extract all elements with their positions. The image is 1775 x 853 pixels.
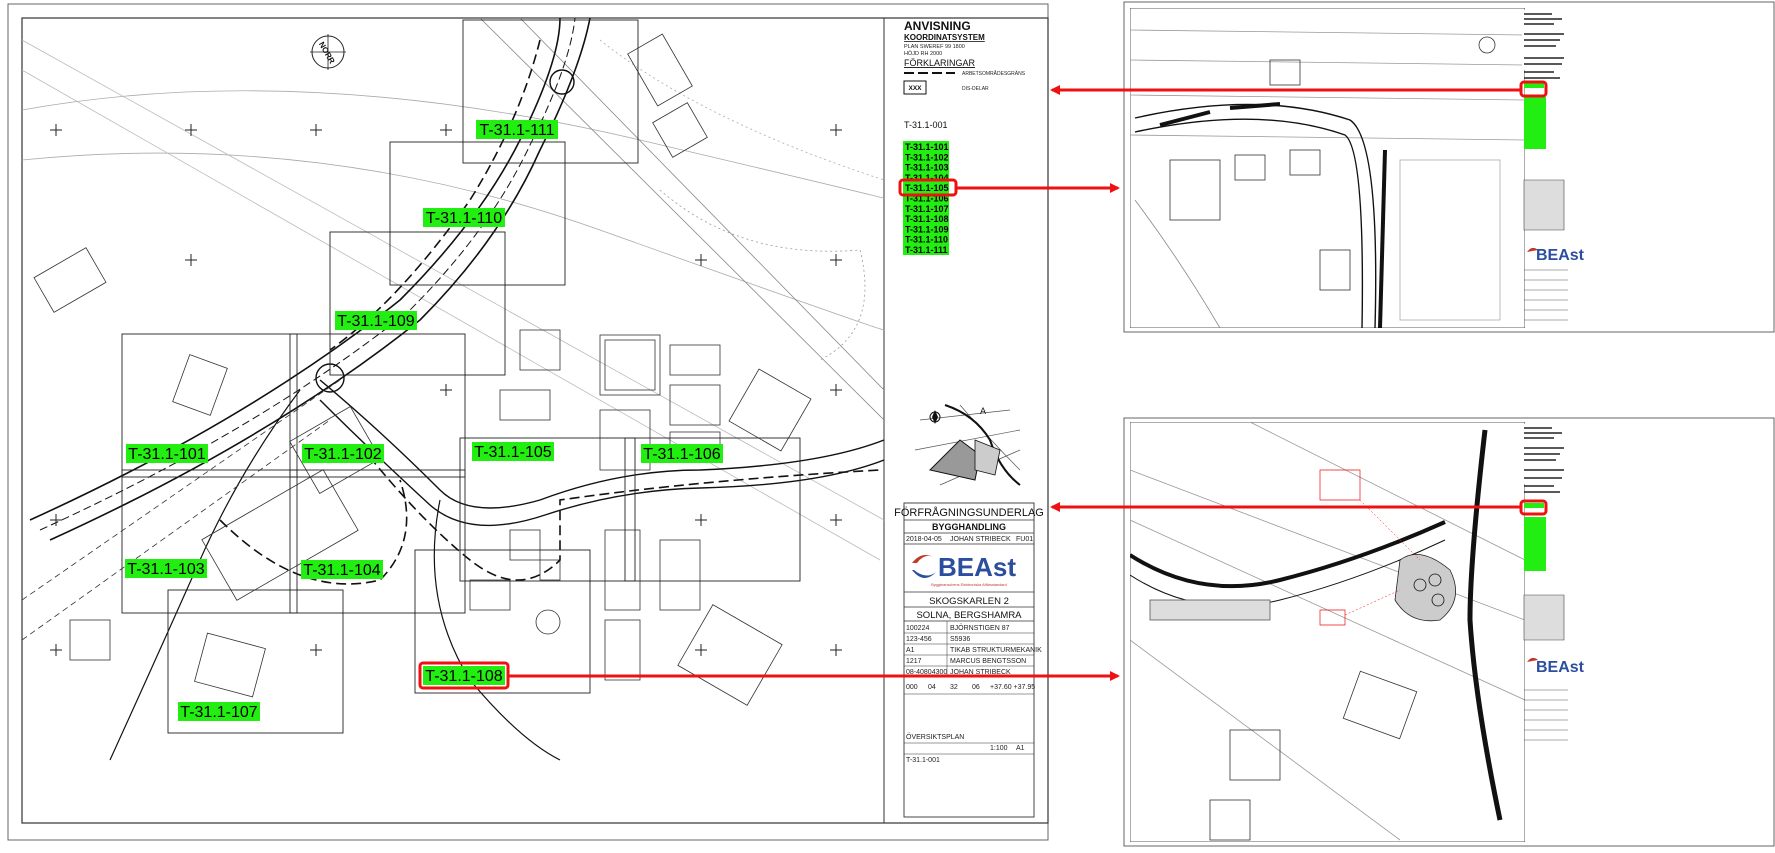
detail-105-highlight xyxy=(1519,80,1548,98)
legend-panel: ANVISNING KOORDINATSYSTEM PLAN SWEREF 99… xyxy=(894,19,1044,818)
svg-text:T-31.1-111: T-31.1-111 xyxy=(479,122,554,139)
legend-code-102: T-31.1-102 xyxy=(905,152,949,162)
area-tag-101[interactable]: T-31.1-101 xyxy=(126,444,208,463)
logo-text: BEAst xyxy=(938,552,1016,582)
area-tag-106[interactable]: T-31.1-106 xyxy=(641,444,723,463)
area-tag-103[interactable]: T-31.1-103 xyxy=(125,559,207,578)
svg-text:T-31.1-106: T-31.1-106 xyxy=(643,446,720,463)
legend-code-106: T-31.1-106 xyxy=(905,194,949,204)
detail-sheet-105: BEAst xyxy=(1123,1,1775,333)
detail-105-legend: BEAst xyxy=(1519,10,1585,321)
site-map xyxy=(22,18,884,761)
legend-code-101: T-31.1-101 xyxy=(905,142,949,152)
svg-text:TIKAB STRUKTURMEKANIK: TIKAB STRUKTURMEKANIK xyxy=(950,647,1042,654)
legend-highlight-box xyxy=(898,178,958,197)
scale-text: 1:100 xyxy=(990,745,1008,752)
svg-text:T-31.1-102: T-31.1-102 xyxy=(304,446,381,463)
area-tag-109[interactable]: T-31.1-109 xyxy=(335,311,417,330)
area-tags: T-31.1-111 T-31.1-110 T-31.1-109 T-31.1-… xyxy=(125,120,723,721)
svg-text:06: 06 xyxy=(972,684,980,691)
project-name: SKOGSKARLEN 2 xyxy=(929,596,1009,607)
svg-text:123-456: 123-456 xyxy=(906,636,932,643)
legend-code-103: T-31.1-103 xyxy=(905,163,949,173)
svg-text:MARCUS BENGTSSON: MARCUS BENGTSSON xyxy=(950,658,1026,665)
drawn-by-text: JOHAN STRIBECK xyxy=(950,536,1011,543)
title-block-rows: 100224 BJÖRNSTIGEN 87 123-456 S5936 A1 T… xyxy=(904,621,1042,695)
phase-text: BYGGHANDLING xyxy=(932,522,1006,532)
svg-text:A: A xyxy=(980,406,986,416)
svg-text:T-31.1-108: T-31.1-108 xyxy=(425,668,502,685)
svg-text:T-31.1-110: T-31.1-110 xyxy=(426,210,502,227)
drawing-number: T-31.1-001 xyxy=(906,757,940,764)
svg-text:JOHAN STRIBECK: JOHAN STRIBECK xyxy=(950,669,1011,676)
legend-explanations-title: FÖRKLARINGAR xyxy=(904,58,976,68)
detail-108-legend: BEAst xyxy=(1519,424,1585,741)
svg-text:32: 32 xyxy=(950,684,958,691)
logo-icon: BEAst xyxy=(912,552,1016,582)
svg-text:BJÖRNSTIGEN 87: BJÖRNSTIGEN 87 xyxy=(950,624,1010,632)
legend-subtitle: KOORDINATSYSTEM xyxy=(904,33,985,42)
area-tag-110[interactable]: T-31.1-110 xyxy=(423,208,505,227)
format-text: A1 xyxy=(1016,745,1025,752)
main-sheet: NORR T-31.1-111 T-31.1-110 T-31.1-109 T-… xyxy=(7,3,1049,841)
legend-sheet-codes: T-31.1-101 T-31.1-102 T-31.1-103 T-31.1-… xyxy=(898,141,958,255)
svg-text:T-31.1-109: T-31.1-109 xyxy=(337,313,414,330)
project-location: SOLNA, BERGSHAMRA xyxy=(916,610,1022,621)
area-tag-104[interactable]: T-31.1-104 xyxy=(301,560,383,579)
svg-text:T-31.1-101: T-31.1-101 xyxy=(128,446,205,463)
svg-text:+37.60 +37.95: +37.60 +37.95 xyxy=(990,684,1035,691)
legend-box-text: DIS-DELAR xyxy=(962,86,989,92)
key-map: A xyxy=(905,400,1029,495)
date-text: 2018-04-05 xyxy=(906,536,942,543)
legend-box-symbol: XXX xyxy=(908,85,922,92)
legend-code-110: T-31.1-110 xyxy=(905,235,948,245)
detail-sheet-108-tag xyxy=(1519,499,1548,516)
legend-title: ANVISNING xyxy=(904,19,971,33)
title-block: FÖRFRÅGNINGSUNDERLAG BYGGHANDLING 2018-0… xyxy=(894,502,1044,818)
detail-sheet-108: BEAst xyxy=(1123,417,1775,847)
legend-plan-line: PLAN SWEREF 99 1800 xyxy=(904,44,965,50)
svg-text:000: 000 xyxy=(906,684,918,691)
detail-108-logo: BEAst xyxy=(1527,657,1585,676)
area-tag-107[interactable]: T-31.1-107 xyxy=(178,702,260,721)
sheet-tag-text: FU01 xyxy=(1016,536,1033,543)
legend-code-109: T-31.1-109 xyxy=(905,224,949,234)
plan-title: ÖVERSIKTSPLAN xyxy=(906,733,964,741)
area-tag-108[interactable]: T-31.1-108 xyxy=(418,661,510,690)
svg-text:08-40804300: 08-40804300 xyxy=(906,669,947,676)
svg-text:T-31.1-105: T-31.1-105 xyxy=(474,444,551,461)
legend-code-105: T-31.1-105 xyxy=(905,183,949,193)
svg-text:T-31.1-104: T-31.1-104 xyxy=(303,562,380,579)
legend-overview-code: T-31.1-001 xyxy=(904,120,948,130)
status-text: FÖRFRÅGNINGSUNDERLAG xyxy=(894,506,1044,519)
area-tag-105[interactable]: T-31.1-105 xyxy=(472,442,554,461)
svg-text:A1: A1 xyxy=(906,647,915,654)
legend-height-line: HÖJD RH 2000 xyxy=(904,50,942,57)
area-tag-102[interactable]: T-31.1-102 xyxy=(302,444,384,463)
svg-text:T-31.1-107: T-31.1-107 xyxy=(180,704,257,721)
legend-code-108: T-31.1-108 xyxy=(905,214,949,224)
legend-code-111: T-31.1-111 xyxy=(905,245,948,255)
svg-text:S5936: S5936 xyxy=(950,636,970,643)
callout-arrows xyxy=(508,85,1520,681)
svg-text:BEAst: BEAst xyxy=(1536,659,1585,676)
legend-boundary-text: ARBETSOMRÅDESGRÄNS xyxy=(962,70,1026,77)
legend-code-107: T-31.1-107 xyxy=(905,204,949,214)
legend-code-104: T-31.1-104 xyxy=(905,173,949,183)
area-tag-111[interactable]: T-31.1-111 xyxy=(476,120,558,139)
svg-text:1217: 1217 xyxy=(906,658,922,665)
svg-text:04: 04 xyxy=(928,684,936,691)
svg-text:BEAst: BEAst xyxy=(1536,247,1585,264)
logo-subtitle: Byggbranschens Elektroniska Affärsstanda… xyxy=(931,583,1007,587)
svg-text:T-31.1-103: T-31.1-103 xyxy=(127,561,204,578)
detail-105-logo: BEAst xyxy=(1527,247,1585,264)
svg-text:100224: 100224 xyxy=(906,625,929,632)
